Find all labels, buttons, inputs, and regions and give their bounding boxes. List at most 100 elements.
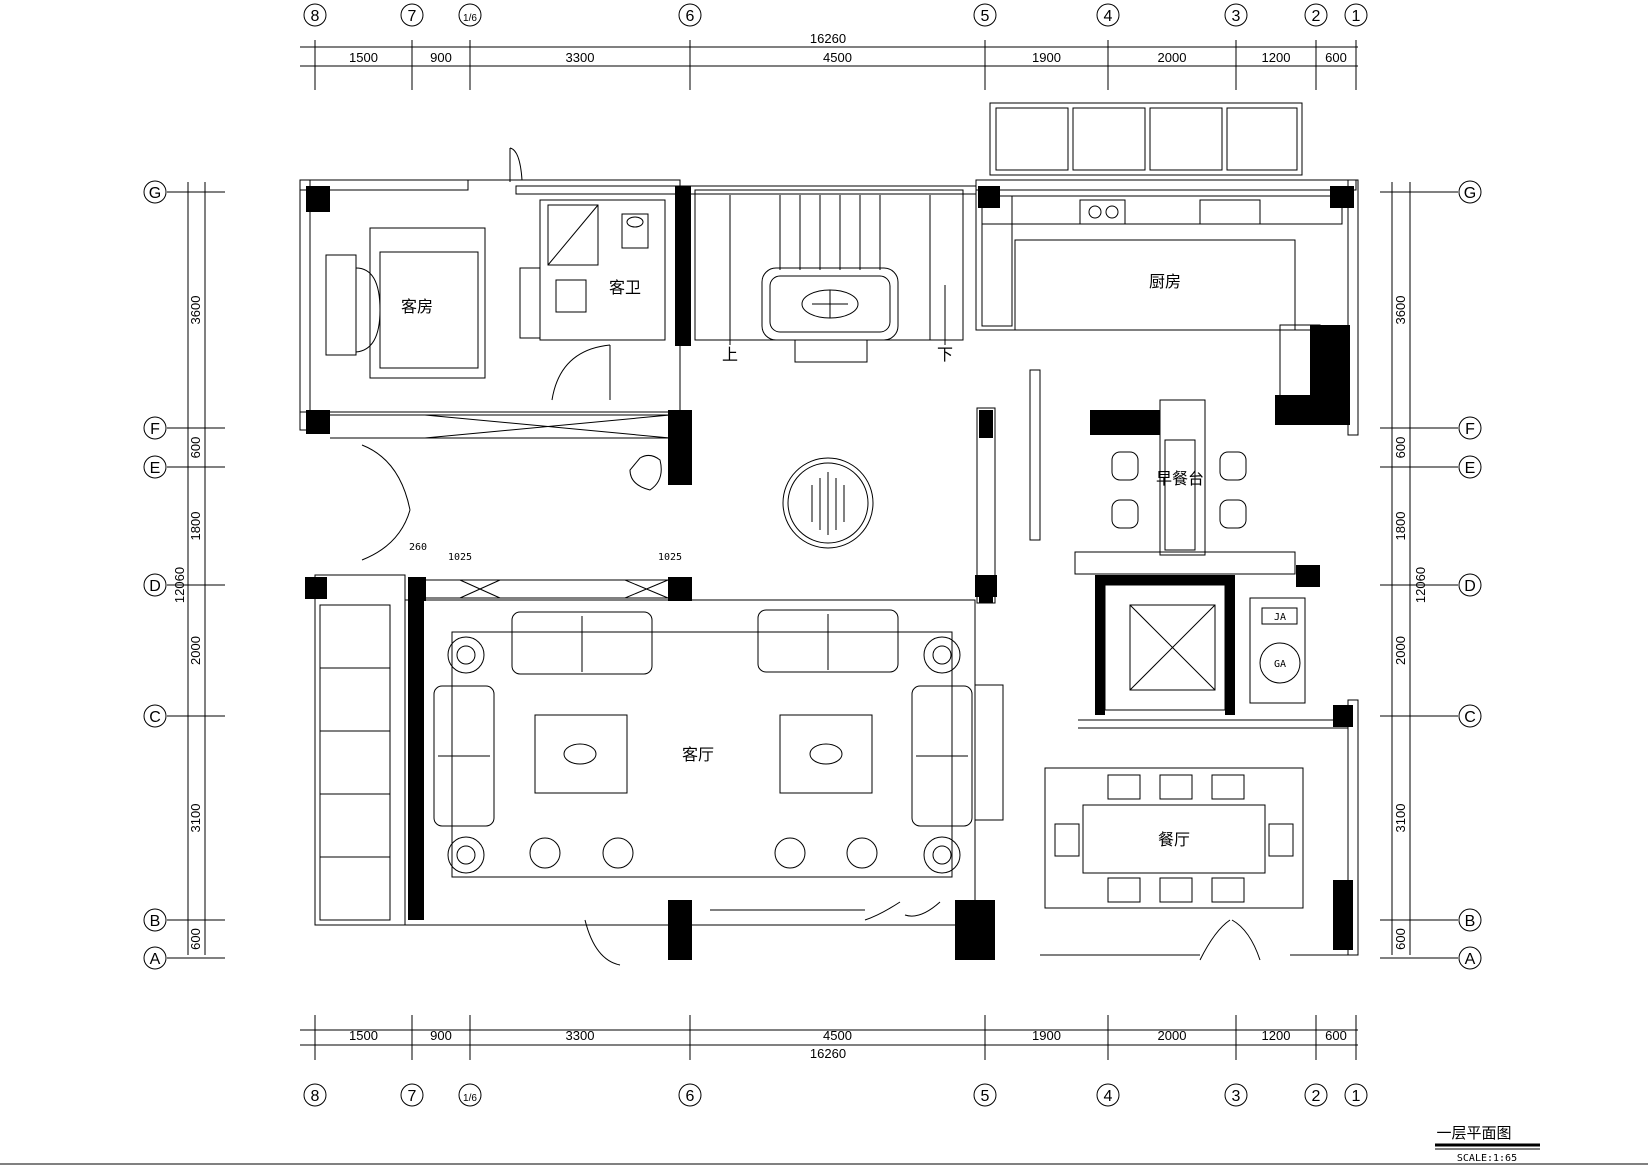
left-segment-dimension: 1800: [188, 512, 203, 541]
left-row-axis-bubble: D: [143, 573, 225, 597]
note-dim-260: 260: [409, 542, 427, 553]
left-segment-dimension: 3100: [188, 804, 203, 833]
row-axis-label: F: [1465, 421, 1475, 438]
bottom-axis-bubble: 6: [678, 1083, 702, 1107]
top-axis-bubble: 1/6: [458, 3, 482, 27]
top-axis-label: 8: [311, 8, 320, 25]
exterior-walls: [299, 179, 1359, 960]
top-axis-label: 6: [686, 8, 695, 25]
bottom-axis-label: 3: [1232, 1088, 1241, 1105]
left-segment-dimension: 3600: [188, 296, 203, 325]
bottom-segment-dimension: 1900: [1032, 1028, 1061, 1043]
staircase: 上 下: [694, 189, 964, 364]
top-axis-label: 1/6: [463, 13, 477, 24]
bottom-axis-label: 2: [1312, 1088, 1321, 1105]
room-label-guest-bath: 客卫: [609, 278, 641, 297]
left-segment-dimension: 2000: [188, 636, 203, 665]
room-label-dining: 餐厅: [1158, 830, 1190, 849]
title-block: 一层平面图 SCALE:1:65: [0, 1124, 1648, 1165]
top-axis-label: 2: [1312, 8, 1321, 25]
right-segment-dimension: 600: [1393, 437, 1408, 459]
room-label-kitchen: 厨房: [1149, 272, 1181, 291]
note-dim-1025-right: 1025: [658, 552, 682, 563]
bottom-axis-label: 1: [1352, 1088, 1361, 1105]
room-label-guest-room: 客房: [401, 297, 433, 316]
bottom-axis-bubble: 5: [973, 1083, 997, 1107]
room-label-living: 客厅: [682, 745, 714, 764]
top-axis-label: 5: [981, 8, 990, 25]
left-row-axis-bubble: F: [143, 416, 225, 440]
row-axis-label: B: [1465, 913, 1476, 930]
bottom-segment-dimension: 1500: [349, 1028, 378, 1043]
right-row-axis-bubble: A: [1400, 946, 1482, 970]
top-axis-label: 1: [1352, 8, 1361, 25]
bottom-segment-dimension: 900: [430, 1028, 452, 1043]
right-segment-dimension: 2000: [1393, 636, 1408, 665]
row-axis-label: C: [149, 709, 161, 726]
row-axis-label: C: [1464, 709, 1476, 726]
guest-bathroom: 客卫: [519, 199, 666, 401]
drawing-title: 一层平面图: [1436, 1124, 1511, 1142]
row-axis-label: B: [150, 913, 161, 930]
left-row-axis-bubble: B: [143, 908, 225, 932]
breakfast-counter: 早餐台: [1074, 399, 1296, 575]
top-axis-label: 3: [1232, 8, 1241, 25]
right-row-axis-bubble: G: [1400, 180, 1482, 204]
top-segment-dimension: 900: [430, 50, 452, 65]
right-segment-dimension: 3100: [1393, 804, 1408, 833]
bottom-axis-bubble: 4: [1096, 1083, 1120, 1107]
right-row-axis-bubble: B: [1400, 908, 1482, 932]
top-axis-bubble: 2: [1304, 3, 1328, 27]
left-row-axis-bubble: E: [143, 455, 225, 479]
top-axis-bubble: 1: [1344, 3, 1368, 27]
bottom-segment-dimension: 600: [1325, 1028, 1347, 1043]
drawing-scale: SCALE:1:65: [1457, 1153, 1517, 1164]
right-row-axis-bubble: C: [1400, 704, 1482, 728]
top-total-dimension: 16260: [810, 31, 846, 46]
equipment-label-ja: JA: [1274, 612, 1286, 623]
bottom-axis-bubble: 7: [400, 1083, 424, 1107]
bottom-axis-label: 1/6: [463, 1093, 477, 1104]
top-axis-bubble: 4: [1096, 3, 1120, 27]
top-segment-dimension: 1200: [1262, 50, 1291, 65]
row-axis-label: F: [150, 421, 160, 438]
top-axis-bubble: 7: [400, 3, 424, 27]
kitchen-windows: [989, 102, 1303, 176]
right-row-axis-bubble: E: [1400, 455, 1482, 479]
guest-room: 客房: [299, 147, 681, 439]
right-row-axis-bubble: F: [1400, 416, 1482, 440]
top-axis-bubble: 8: [303, 3, 327, 27]
top-axis-bubble: 3: [1224, 3, 1248, 27]
dining-room: 餐厅: [1044, 767, 1304, 909]
row-axis-label: E: [1465, 460, 1476, 477]
bottom-segment-dimension: 3300: [566, 1028, 595, 1043]
bottom-axis-label: 7: [408, 1088, 417, 1105]
bottom-axis-bubble: 1/6: [458, 1083, 482, 1107]
note-dim-1025-left: 1025: [448, 552, 472, 563]
row-axis-label: A: [150, 951, 161, 968]
bottom-axis-label: 4: [1104, 1088, 1113, 1105]
kitchen: 厨房: [975, 189, 1349, 416]
row-axis-label: G: [149, 185, 161, 202]
foyer: [361, 369, 1041, 604]
stair-label-up: 上: [722, 345, 738, 364]
row-axis-label: A: [1465, 951, 1476, 968]
top-segment-dimension: 600: [1325, 50, 1347, 65]
bottom-axis-bubble: 3: [1224, 1083, 1248, 1107]
row-axis-label: G: [1464, 185, 1476, 202]
left-row-axis-bubble: A: [143, 946, 225, 970]
right-segment-dimension: 3600: [1393, 296, 1408, 325]
top-segment-dimension: 1500: [349, 50, 378, 65]
living-room: 1025 1025 260 客厅: [319, 542, 1261, 966]
bottom-segment-dimension: 1200: [1262, 1028, 1291, 1043]
bottom-axis-bubble: 2: [1304, 1083, 1328, 1107]
bottom-total-dimension: 16260: [810, 1046, 846, 1061]
stair-label-down: 下: [937, 345, 953, 364]
right-segment-dimension: 600: [1393, 928, 1408, 950]
top-axis-label: 7: [408, 8, 417, 25]
right-segment-dimension: 1800: [1393, 512, 1408, 541]
row-axis-label: D: [1464, 578, 1476, 595]
